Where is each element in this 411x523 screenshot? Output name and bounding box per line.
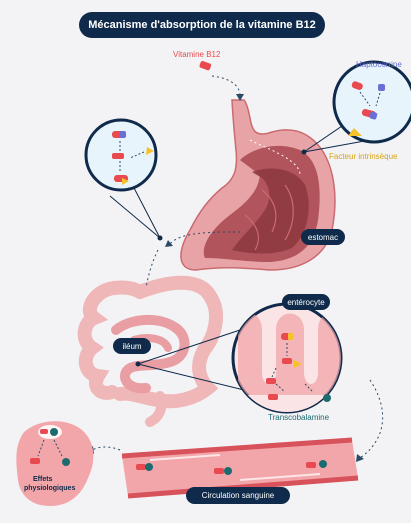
label-effects-line1: Effets — [33, 476, 52, 483]
label-stomach: estomac — [301, 229, 345, 245]
label-transcobalamin: Transcobalamine — [268, 413, 329, 422]
diagram-title: Mécanisme d'absorption de la vitamine B1… — [79, 12, 325, 38]
label-ileum: iléum — [113, 338, 151, 354]
label-enterocyte: entérocyte — [282, 294, 330, 310]
label-intrinsic-factor: Facteur intrinsèque — [329, 152, 397, 161]
label-haptocorrine: Haptocorrine — [356, 60, 402, 69]
label-effects-line2: physiologiques — [24, 485, 75, 492]
label-vitamin-b12: Vitamine B12 — [173, 50, 220, 59]
label-circulation: Circulation sanguine — [186, 487, 290, 504]
